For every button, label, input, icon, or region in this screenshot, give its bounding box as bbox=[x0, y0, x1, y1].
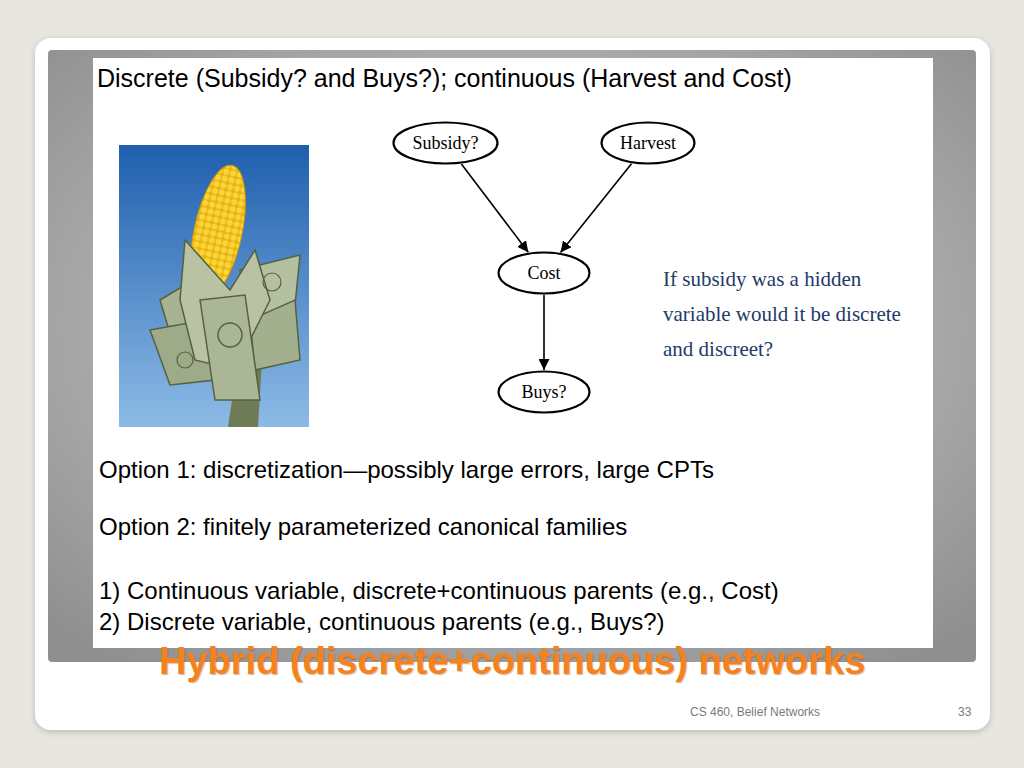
node-ellipse bbox=[394, 123, 498, 164]
variable-node: Subsidy? bbox=[392, 121, 499, 165]
variable-node: Buys? bbox=[497, 370, 591, 414]
node-label: Harvest bbox=[620, 133, 676, 154]
connector-arrow bbox=[560, 164, 631, 253]
case-text: 1) Continuous variable, discrete+continu… bbox=[99, 577, 779, 605]
variable-node: Cost bbox=[497, 251, 591, 295]
bill-portrait bbox=[177, 352, 193, 368]
page-number: 33 bbox=[958, 705, 971, 719]
node-label: Buys? bbox=[522, 382, 567, 403]
node-ellipse bbox=[602, 123, 695, 164]
option-text: Option 2: finitely parameterized canonic… bbox=[99, 513, 627, 541]
node-label: Subsidy? bbox=[412, 133, 478, 154]
slide-card bbox=[35, 38, 990, 730]
note-text: If subsidy was a hidden variable would i… bbox=[663, 262, 925, 367]
bill-portrait bbox=[263, 273, 281, 291]
variable-node: Harvest bbox=[600, 121, 696, 165]
money-husk bbox=[200, 295, 260, 400]
slide-title: Hybrid (discrete+continuous) networks bbox=[159, 640, 865, 683]
sky bbox=[119, 145, 309, 427]
node-label: Cost bbox=[527, 263, 560, 284]
node-ellipse bbox=[499, 253, 590, 294]
content-panel bbox=[48, 50, 976, 662]
connector-arrow bbox=[461, 164, 528, 252]
connector-arrow bbox=[543, 295, 545, 370]
heading-text: Discrete (Subsidy? and Buys?); continuou… bbox=[97, 64, 792, 93]
option-text: Option 1: discretization—possibly large … bbox=[99, 456, 714, 484]
bill-portrait bbox=[218, 323, 242, 347]
node-ellipse bbox=[499, 372, 590, 413]
case-text: 2) Discrete variable, continuous parents… bbox=[99, 608, 665, 636]
content-page bbox=[93, 58, 933, 648]
corn-illustration bbox=[119, 145, 309, 427]
footer-text: CS 460, Belief Networks bbox=[690, 705, 820, 719]
